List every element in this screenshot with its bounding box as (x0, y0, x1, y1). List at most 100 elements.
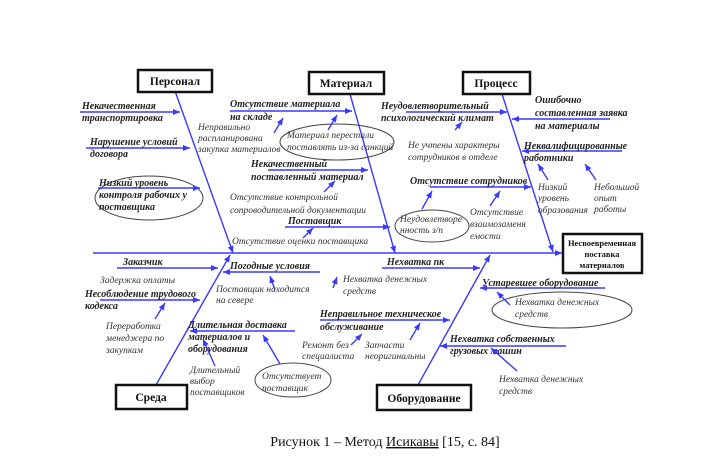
cause-text: Устаревшее оборудование (482, 278, 599, 289)
cause-text: транспортировка (82, 113, 163, 124)
cause-text: Неквалифицированные (523, 141, 628, 152)
highlight-ellipse (491, 291, 633, 329)
highlight-ellipse (254, 362, 332, 398)
bone-environment (155, 254, 231, 386)
category-label: Материал (320, 78, 373, 90)
subcause-text: средств (499, 386, 532, 397)
subcause-text: Не учтены характеры (407, 141, 500, 151)
subcause-arrow (489, 190, 501, 207)
subcause-text: уровень (537, 194, 570, 204)
subcause-text: выбор (190, 376, 215, 387)
subcause-text: Запчасти (365, 341, 405, 351)
subcause-text: поставлять из-за санкций (287, 142, 394, 153)
cause-text: Некачественный (250, 159, 328, 170)
cause-text: Неудовлетворительный (380, 101, 489, 112)
effect-line: Несвоевременная (568, 238, 637, 248)
subcause-text: работы (593, 204, 627, 215)
cause-text: оборудования (188, 344, 248, 355)
subcause-arrow (490, 347, 518, 372)
bone-equipment (417, 254, 491, 386)
subcause-text: Отсутствует (262, 372, 321, 382)
effect-box: Несвоевременная поставка материалов (561, 232, 644, 275)
cause-text: на материалы (535, 121, 600, 132)
subcause-text: Отсутствие контрольной (230, 192, 338, 203)
cause-text: Ошибочно (535, 95, 582, 106)
category-label: Процесс (474, 78, 517, 90)
subcause-text: Неправильно (197, 123, 250, 133)
highlight-ellipse (94, 175, 204, 221)
cause-text: на складе (230, 112, 273, 123)
subcause-text: Неудовлетворе (399, 214, 462, 225)
subcause-arrow (537, 163, 549, 181)
subcause-text: Задержка оплаты (100, 275, 176, 286)
subcause-text: емости (470, 232, 501, 242)
subcause-text: закупкам (105, 346, 143, 356)
cause-text: Длительная доставка (187, 320, 287, 331)
subcause-text: на севере (216, 296, 253, 306)
cause-text: Погодные условия (229, 261, 310, 272)
subcause-text: Переработка (105, 321, 161, 332)
subcause-text: нность з/п (400, 226, 443, 236)
subcause-text: Ремонт без (301, 340, 349, 351)
category-process: Процесс (461, 70, 532, 96)
subcause-arrow (327, 114, 338, 131)
category-personnel: Персонал (136, 68, 214, 94)
subcause-arrow (350, 333, 363, 346)
subcause-text: Материал перестали (286, 131, 374, 141)
subcause-arrow (273, 117, 284, 134)
cause-text: материалов и (187, 332, 251, 343)
subcause-text: Небольшой (593, 182, 640, 193)
subcause-text: средств (343, 286, 376, 297)
subcause-arrow (496, 291, 511, 306)
subcause-text: Нехватка денежных (498, 374, 584, 385)
highlight-ellipse (394, 209, 470, 243)
cause-text: обслуживание (320, 322, 384, 333)
category-equipment: Оборудование (375, 383, 473, 412)
category-label: Оборудование (387, 393, 460, 405)
category-environment: Среда (114, 383, 189, 411)
cause-text: Низкий уровень (98, 178, 169, 189)
cause-text: Поставщик (287, 216, 342, 227)
subcause-arrow (409, 322, 421, 341)
subcause-text: средств (515, 309, 548, 320)
subcause-text: Отсутствие оценки поставщика (232, 237, 368, 247)
subcause-text: поставщиков (190, 388, 244, 398)
effect-line: поставка (584, 249, 620, 259)
cause-text: Нехватка пк (386, 257, 445, 268)
cause-text: кодекса (85, 301, 118, 312)
subcause-text: Нехватка денежных (342, 274, 428, 285)
subcause-arrow (269, 275, 276, 291)
highlight-ellipse (279, 123, 395, 161)
cause-text: грузовых машин (450, 346, 522, 357)
subcause-text: Поставщик находится (215, 284, 310, 295)
subcause-text: менеджера по (105, 333, 164, 344)
subcause-arrow (302, 227, 314, 239)
cause-text: Нехватка собственных (449, 334, 555, 345)
cause-text: контроля рабочих у (99, 190, 187, 201)
subcause-text: поставщик (262, 384, 308, 394)
subcause-text: неоригинальны (365, 352, 426, 362)
subcause-text: опыт (594, 194, 617, 204)
subcause-text: Низкий (537, 182, 568, 193)
effect-line: материалов (579, 260, 624, 270)
subcause-arrow (584, 163, 597, 181)
category-label: Среда (135, 392, 166, 404)
subcause-arrow (421, 190, 433, 210)
subcause-text: распланирована (197, 134, 263, 144)
subcause-text: Длительный (189, 365, 240, 376)
subcause-text: образования (538, 205, 588, 216)
bone-personnel (174, 90, 234, 254)
subcause-arrow (262, 334, 281, 365)
cause-text: составленная заявка (535, 108, 628, 119)
cause-text: Несоблюдение трудового (84, 289, 196, 300)
category-label: Персонал (150, 76, 201, 88)
cause-text: договора (90, 149, 128, 160)
subcause-arrow (331, 276, 338, 289)
bone-process (501, 93, 554, 253)
subcause-arrow (454, 121, 463, 131)
cause-text: поставщика (99, 202, 155, 213)
cause-text: Нарушение условий (89, 137, 178, 148)
subcause-text: закупка материалов (197, 145, 280, 155)
cause-text: Отсутствие сотрудников (410, 176, 528, 187)
cause-text: Некачественная (81, 101, 156, 112)
